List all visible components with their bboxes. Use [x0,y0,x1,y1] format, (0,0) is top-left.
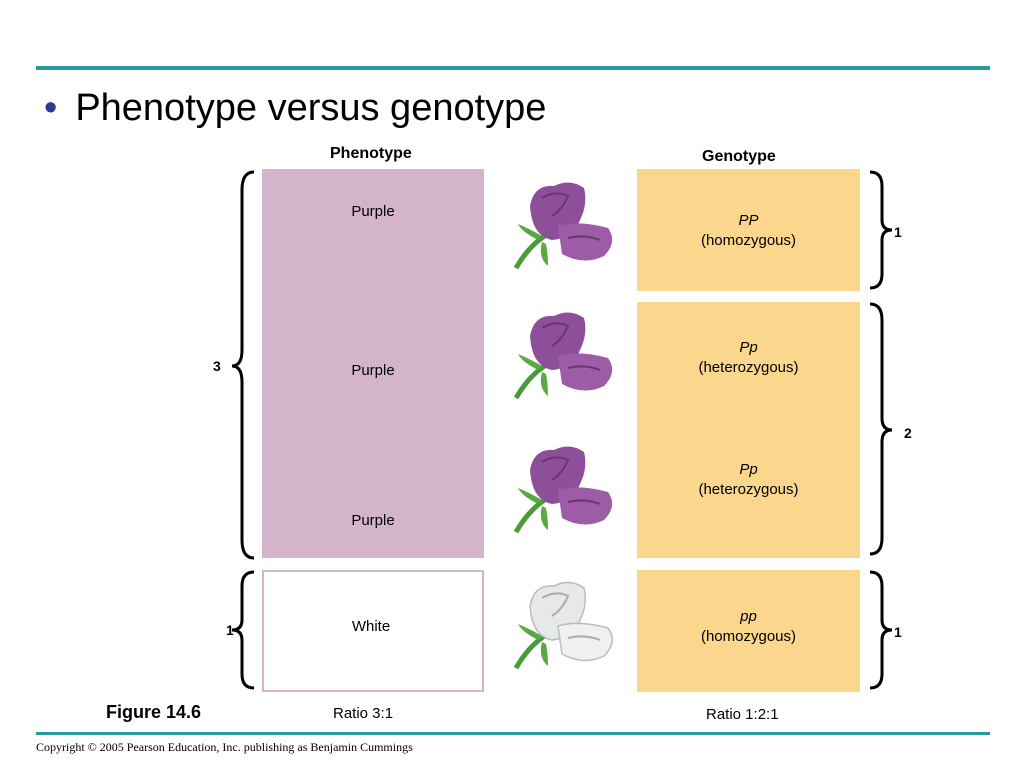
genotype-brace-recessive [869,570,893,690]
genotype-label-1: PP (homozygous) [637,211,860,251]
genotype-ratio: Ratio 1:2:1 [706,706,779,723]
phenotype-label-1: Purple [351,203,395,220]
phenotype-brace-purple [231,170,255,560]
genotype-box-1 [637,169,860,291]
genotype-symbol: Pp [739,461,758,478]
genotype-label-3: Pp (heterozygous) [637,460,860,500]
phenotype-label-2: Purple [351,362,395,379]
phenotype-ratio: Ratio 3:1 [333,705,394,722]
phenotype-count-1: 1 [226,622,234,638]
bottom-rule [36,732,990,735]
top-rule [36,66,990,70]
purple-flower-icon [513,446,613,534]
figure-label: Figure 14.6 [106,702,202,722]
genotype-type: (heterozygous) [698,481,799,498]
genotype-header: Genotype [702,148,776,165]
genotype-label-2: Pp (heterozygous) [637,338,860,378]
genotype-type: (homozygous) [700,232,797,249]
copyright-text: Copyright © 2005 Pearson Education, Inc.… [36,740,413,754]
genotype-count-2: 2 [904,425,912,441]
genotype-brace-hetero [869,302,893,556]
genotype-type: (homozygous) [700,628,797,645]
phenotype-purple-box [262,169,484,558]
genotype-count-1b: 1 [894,624,902,640]
phenotype-brace-white [231,570,255,690]
genotype-brace-pp [869,170,893,290]
genotype-type: (heterozygous) [698,359,799,376]
bullet-icon: • [44,87,58,129]
purple-flower-icon [513,182,613,270]
genotype-symbol: pp [740,608,757,625]
phenotype-label-3: Purple [351,512,395,529]
purple-flower-icon [513,312,613,400]
genotype-box-2 [637,302,860,558]
phenotype-white-box [262,570,484,692]
genotype-label-4: pp (homozygous) [637,607,860,647]
genotype-count-1: 1 [894,224,902,240]
bullet-point: • Phenotype versus genotype [44,84,546,132]
genotype-box-3 [637,570,860,692]
phenotype-count-3: 3 [213,358,221,374]
phenotype-label-4: White [351,618,391,635]
white-flower-icon [513,581,613,670]
genotype-symbol: Pp [739,339,758,356]
phenotype-header: Phenotype [330,145,412,162]
bullet-text: Phenotype versus genotype [75,87,547,129]
genotype-symbol: PP [738,212,759,229]
